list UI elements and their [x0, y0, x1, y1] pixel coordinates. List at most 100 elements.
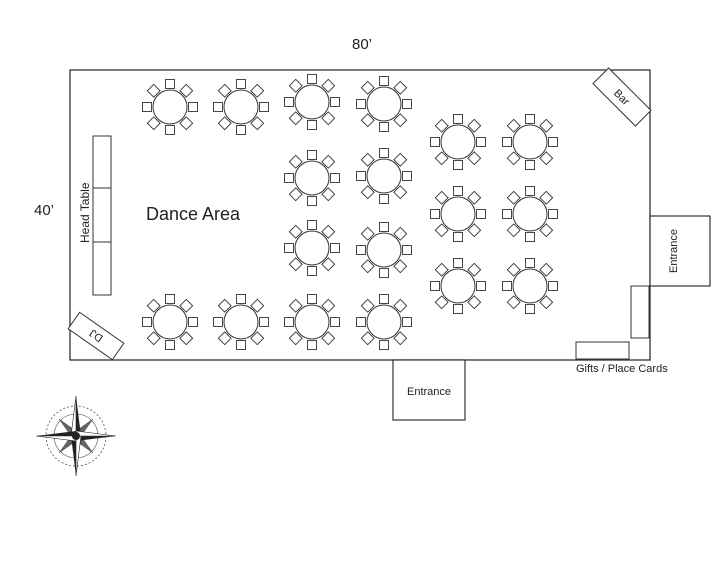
chair: [307, 220, 317, 230]
chair: [402, 171, 412, 181]
chair: [434, 223, 449, 238]
side-table: [630, 285, 650, 339]
table-top: [440, 268, 476, 304]
chair: [250, 298, 265, 313]
chair: [379, 268, 389, 278]
chair: [188, 102, 198, 112]
chair: [360, 185, 375, 200]
chair: [146, 331, 161, 346]
chair: [236, 79, 246, 89]
chair: [360, 113, 375, 128]
width-dimension-label: 80’: [352, 36, 373, 53]
chair: [430, 209, 440, 219]
chair: [213, 317, 223, 327]
chair: [525, 186, 535, 196]
chair: [502, 137, 512, 147]
chair: [393, 113, 408, 128]
chair: [360, 80, 375, 95]
chair: [288, 187, 303, 202]
chair: [217, 331, 232, 346]
chair: [146, 83, 161, 98]
table-top: [366, 158, 402, 194]
chair: [453, 186, 463, 196]
chair: [179, 298, 194, 313]
chair: [467, 223, 482, 238]
compass-rose-icon: [35, 395, 117, 477]
bar: Bar: [592, 67, 652, 127]
chair: [467, 151, 482, 166]
chair: [213, 102, 223, 112]
table-top: [152, 89, 188, 125]
chair: [539, 223, 554, 238]
chair: [330, 97, 340, 107]
chair: [284, 243, 294, 253]
table-top: [440, 124, 476, 160]
round-table: [356, 148, 412, 204]
round-table: [430, 114, 486, 170]
chair: [288, 257, 303, 272]
dj-booth: DJ: [67, 311, 125, 361]
chair: [321, 78, 336, 93]
chair: [453, 232, 463, 242]
table-top: [223, 304, 259, 340]
table-top: [512, 268, 548, 304]
chair: [165, 294, 175, 304]
table-top: [152, 304, 188, 340]
round-table: [502, 258, 558, 314]
round-table: [284, 74, 340, 130]
chair: [379, 294, 389, 304]
chair: [525, 160, 535, 170]
chair: [288, 154, 303, 169]
entrance-bottom: Entrance: [392, 359, 466, 421]
chair: [467, 190, 482, 205]
chair: [453, 114, 463, 124]
chair: [393, 298, 408, 313]
table-top: [512, 196, 548, 232]
chair: [525, 304, 535, 314]
round-table: [142, 294, 198, 350]
chair: [307, 266, 317, 276]
chair: [321, 298, 336, 313]
chair: [548, 209, 558, 219]
chair: [321, 111, 336, 126]
chair: [506, 151, 521, 166]
chair: [330, 243, 340, 253]
dance-area-label: Dance Area: [146, 204, 241, 224]
chair: [307, 196, 317, 206]
entrance-bottom-label: Entrance: [407, 386, 451, 398]
chair: [453, 258, 463, 268]
chair: [321, 257, 336, 272]
chair: [188, 317, 198, 327]
head-table: Head Table: [78, 135, 112, 296]
chair: [165, 125, 175, 135]
chair: [360, 331, 375, 346]
table-top: [294, 160, 330, 196]
table-top: [366, 86, 402, 122]
chair: [356, 317, 366, 327]
gifts-label: Gifts / Place Cards: [576, 363, 668, 375]
chair: [259, 102, 269, 112]
chair: [321, 331, 336, 346]
chair: [360, 226, 375, 241]
chair: [506, 190, 521, 205]
chair: [539, 262, 554, 277]
chair: [146, 298, 161, 313]
chair: [430, 281, 440, 291]
chair: [476, 137, 486, 147]
chair: [217, 116, 232, 131]
round-table: [356, 294, 412, 350]
round-table: [502, 186, 558, 242]
chair: [393, 152, 408, 167]
chair: [379, 222, 389, 232]
chair: [548, 281, 558, 291]
chair: [379, 122, 389, 132]
chair: [360, 259, 375, 274]
chair: [236, 125, 246, 135]
chair: [434, 118, 449, 133]
chair: [321, 154, 336, 169]
head-table-label: Head Table: [78, 182, 92, 243]
chair: [453, 304, 463, 314]
chair: [360, 298, 375, 313]
chair: [288, 78, 303, 93]
